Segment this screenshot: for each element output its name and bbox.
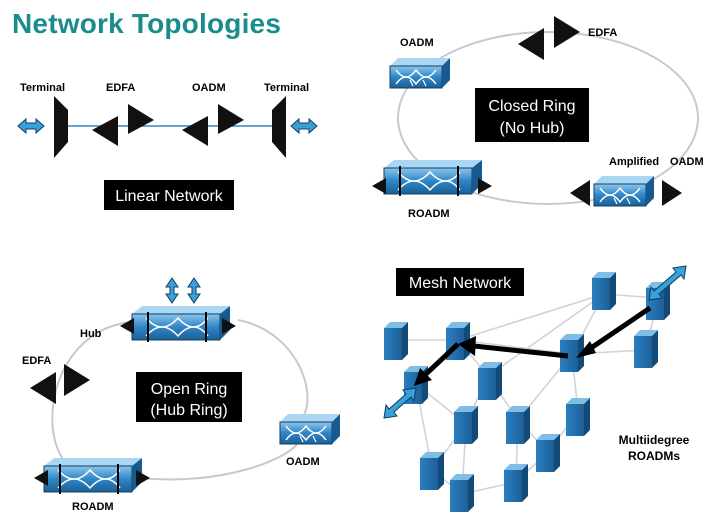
diagonal-arrow-icon <box>383 387 417 419</box>
mesh-node <box>420 452 444 490</box>
hub-roadm-device <box>131 305 231 343</box>
linear-network: Terminal EDFA OADM Terminal Linear Netwo… <box>17 82 318 210</box>
open-ring-caption-line2: (Hub Ring) <box>150 402 227 419</box>
amplifier-icon <box>570 180 590 206</box>
oadm-amplifier-icon <box>182 116 208 146</box>
terminal-left-label: Terminal <box>20 82 65 94</box>
closed-edfa-label: EDFA <box>588 27 617 39</box>
mesh-note-line2: ROADMs <box>628 449 680 463</box>
oadm-amplifier-icon <box>218 104 244 134</box>
edfa-label: EDFA <box>106 82 135 94</box>
amplified-oadm-device <box>593 175 655 207</box>
roadm-port-arrow-icon <box>136 470 150 486</box>
bidirectional-arrow-icon <box>290 117 318 135</box>
vertical-arrow-icon <box>165 277 179 304</box>
amplified-label: Amplified <box>609 156 659 168</box>
roadm-port-arrow-icon <box>34 470 48 486</box>
closed-ring-caption-line1: Closed Ring <box>488 98 575 115</box>
roadm-port-arrow-icon <box>120 318 134 334</box>
closed-oadm-label: OADM <box>400 37 434 49</box>
closed-ring-caption-line2: (No Hub) <box>500 120 565 137</box>
roadm-port-arrow-icon <box>372 178 386 194</box>
open-roadm-label: ROADM <box>72 501 114 513</box>
mesh-network: Mesh Network Multiidegree ROADMs <box>383 265 690 512</box>
mesh-node <box>506 406 530 444</box>
open-roadm-device <box>43 457 143 495</box>
bidirectional-arrow-icon <box>17 117 45 135</box>
terminal-left-symbol <box>54 96 68 158</box>
closed-ring-fiber <box>397 31 699 205</box>
edfa-amplifier-icon <box>30 372 56 404</box>
open-ring-network: Hub EDFA OADM ROADM Open Ring (Hub Ring) <box>22 277 341 513</box>
mesh-node <box>634 330 658 368</box>
closed-oadm-device <box>389 57 451 89</box>
edfa-amplifier-icon <box>554 16 580 48</box>
closed-roadm-device <box>383 159 483 197</box>
mesh-node <box>504 464 528 502</box>
mesh-note-line1: Multiidegree <box>619 433 690 447</box>
edfa-amplifier-icon <box>128 104 154 134</box>
edfa-amplifier-icon <box>64 364 90 396</box>
vertical-arrow-icon <box>187 277 201 304</box>
mesh-node <box>454 406 478 444</box>
open-edfa-label: EDFA <box>22 355 51 367</box>
mesh-node <box>536 434 560 472</box>
closed-roadm-label: ROADM <box>408 208 450 220</box>
open-ring-fiber-left <box>51 321 133 477</box>
linear-caption: Linear Network <box>115 188 224 205</box>
linear-caption-box <box>104 180 234 210</box>
edfa-amplifier-icon <box>518 28 544 60</box>
closed-ring-network: EDFA OADM ROADM Amplified OADM Closed Ri… <box>372 16 704 220</box>
amplifier-icon <box>662 180 682 206</box>
mesh-node <box>384 322 408 360</box>
edfa-amplifier-icon <box>92 116 118 146</box>
open-oadm-label: OADM <box>286 456 320 468</box>
mesh-node <box>566 398 590 436</box>
open-ring-caption-line1: Open Ring <box>151 381 228 398</box>
open-ring-fiber-bottom <box>139 439 301 481</box>
roadm-port-arrow-icon <box>222 318 236 334</box>
open-oadm-device <box>279 413 341 445</box>
traffic-path <box>414 305 652 386</box>
closed-ring-caption-box <box>475 88 589 142</box>
terminal-right-label: Terminal <box>264 82 309 94</box>
mesh-caption: Mesh Network <box>409 275 512 292</box>
diagonal-arrow-icon <box>648 265 687 301</box>
open-ring-fiber-right <box>237 319 309 421</box>
mesh-node <box>592 272 616 310</box>
roadm-port-arrow-icon <box>478 178 492 194</box>
page-title: Network Topologies <box>12 8 282 39</box>
mesh-caption-box <box>396 268 524 296</box>
amplified-oadm-label: OADM <box>670 156 704 168</box>
terminal-right-symbol <box>272 96 286 158</box>
open-ring-caption-box <box>136 372 242 422</box>
hub-label: Hub <box>80 328 102 340</box>
oadm-label: OADM <box>192 82 226 94</box>
mesh-node <box>450 474 474 512</box>
mesh-node <box>478 362 502 400</box>
